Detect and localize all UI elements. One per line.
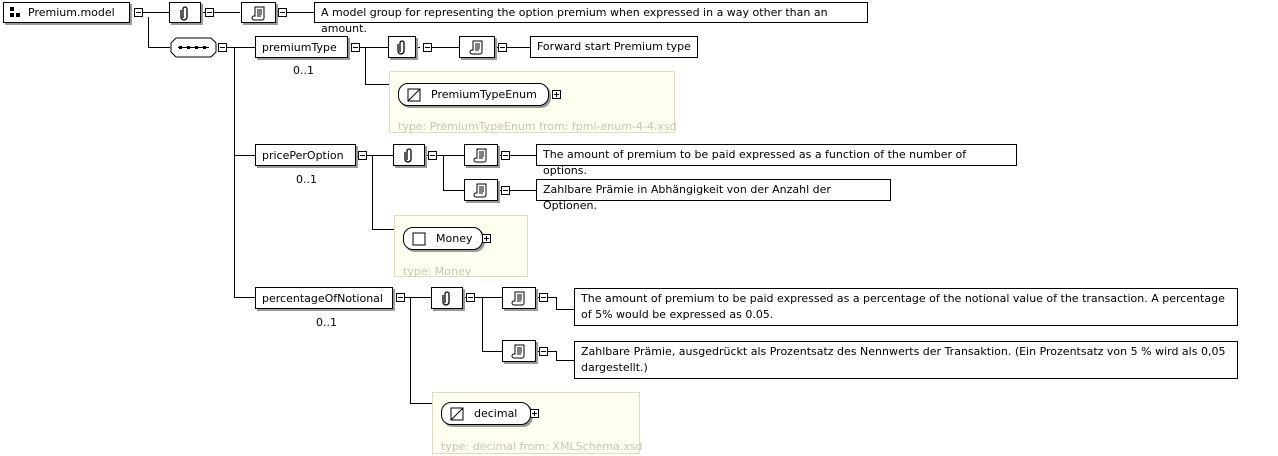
documentation-box[interactable] — [459, 36, 495, 58]
type-box: PremiumTypeEnum type: PremiumTypeEnum fr… — [389, 71, 677, 133]
scroll-icon — [473, 183, 487, 198]
documentation-box[interactable] — [464, 179, 498, 201]
type-box: decimal type: decimal from: XMLSchema.xs… — [432, 392, 643, 454]
collapse-toggle[interactable] — [501, 186, 510, 195]
group-documentation: A model group for representing the optio… — [314, 2, 868, 35]
type-name: Money — [436, 232, 473, 245]
expand-toggle[interactable] — [552, 90, 561, 99]
element-documentation: The amount of premium to be paid express… — [536, 144, 1017, 177]
collapse-toggle[interactable] — [351, 43, 360, 52]
annotation-box[interactable] — [431, 287, 463, 309]
simple-type-icon — [407, 88, 421, 101]
scroll-icon — [473, 148, 487, 163]
element-price-per-option[interactable]: pricePerOption — [255, 144, 356, 166]
collapse-toggle[interactable] — [466, 293, 475, 302]
scroll-icon — [511, 291, 525, 306]
scroll-icon — [251, 6, 264, 20]
paperclip-icon — [397, 40, 405, 55]
expand-toggle[interactable] — [530, 409, 539, 418]
complex-type-icon — [412, 232, 426, 245]
annotation-box[interactable] — [393, 144, 425, 166]
doc-text: The amount of premium to be paid express… — [543, 148, 967, 177]
type-label: type: Money — [403, 265, 472, 278]
group-node[interactable]: Premium.model — [3, 2, 130, 23]
sequence-icon — [170, 37, 217, 58]
expand-toggle[interactable] — [482, 234, 491, 243]
occurrence-label: 0..1 — [293, 64, 314, 77]
collapse-toggle[interactable] — [358, 151, 367, 160]
paperclip-icon — [404, 148, 412, 163]
type-name: PremiumTypeEnum — [431, 88, 537, 101]
element-documentation: Forward start Premium type — [530, 36, 698, 58]
type-name-pill[interactable]: decimal — [441, 402, 531, 425]
element-name: premiumType — [262, 40, 337, 54]
type-name-pill[interactable]: PremiumTypeEnum — [398, 83, 549, 106]
scroll-icon — [511, 344, 525, 359]
doc-text: Forward start Premium type — [537, 40, 691, 53]
doc-text: Zahlbare Prämie, ausgedrückt als Prozent… — [581, 345, 1226, 374]
type-box: Money type: Money — [394, 215, 528, 278]
documentation-box[interactable] — [502, 340, 536, 362]
type-name-pill[interactable]: Money — [403, 227, 483, 250]
simple-type-icon — [450, 407, 464, 420]
occurrence-label: 0..1 — [296, 173, 317, 186]
collapse-toggle[interactable] — [396, 293, 405, 302]
element-percentage-of-notional[interactable]: percentageOfNotional — [255, 287, 393, 309]
collapse-toggle[interactable] — [539, 293, 548, 302]
element-documentation: Zahlbare Prämie in Abhängigkeit von der … — [536, 179, 891, 212]
group-name: Premium.model — [28, 6, 115, 19]
collapse-toggle[interactable] — [218, 43, 227, 52]
documentation-box[interactable] — [502, 287, 536, 309]
documentation-box[interactable] — [464, 144, 498, 166]
occurrence-label: 0..1 — [316, 316, 337, 329]
annotation-box[interactable] — [388, 36, 416, 58]
type-label: type: PremiumTypeEnum from: fpml-enum-4-… — [398, 120, 677, 133]
type-label: type: decimal from: XMLSchema.xsd — [441, 440, 643, 453]
element-documentation: The amount of premium to be paid express… — [574, 288, 1238, 326]
collapse-toggle[interactable] — [501, 151, 510, 160]
paperclip-icon — [442, 291, 450, 306]
collapse-toggle[interactable] — [423, 43, 432, 52]
collapse-toggle[interactable] — [134, 8, 143, 17]
annotation-box[interactable] — [169, 2, 201, 23]
collapse-toggle[interactable] — [205, 8, 214, 17]
element-premium-type[interactable]: premiumType — [255, 36, 348, 58]
doc-text: The amount of premium to be paid express… — [581, 292, 1225, 321]
paperclip-icon — [180, 5, 188, 21]
scroll-icon — [469, 40, 483, 55]
element-name: pricePerOption — [262, 148, 344, 162]
collapse-toggle[interactable] — [278, 8, 287, 17]
group-doc-text: A model group for representing the optio… — [321, 6, 828, 35]
element-documentation: Zahlbare Prämie, ausgedrückt als Prozent… — [574, 341, 1238, 379]
type-name: decimal — [474, 407, 518, 420]
group-icon — [10, 6, 22, 19]
doc-text: Zahlbare Prämie in Abhängigkeit von der … — [543, 183, 831, 212]
sequence-compositor[interactable] — [170, 37, 217, 58]
collapse-toggle[interactable] — [428, 151, 437, 160]
collapse-toggle[interactable] — [539, 347, 548, 356]
documentation-box[interactable] — [241, 2, 276, 23]
collapse-toggle[interactable] — [498, 43, 507, 52]
element-name: percentageOfNotional — [262, 291, 383, 305]
